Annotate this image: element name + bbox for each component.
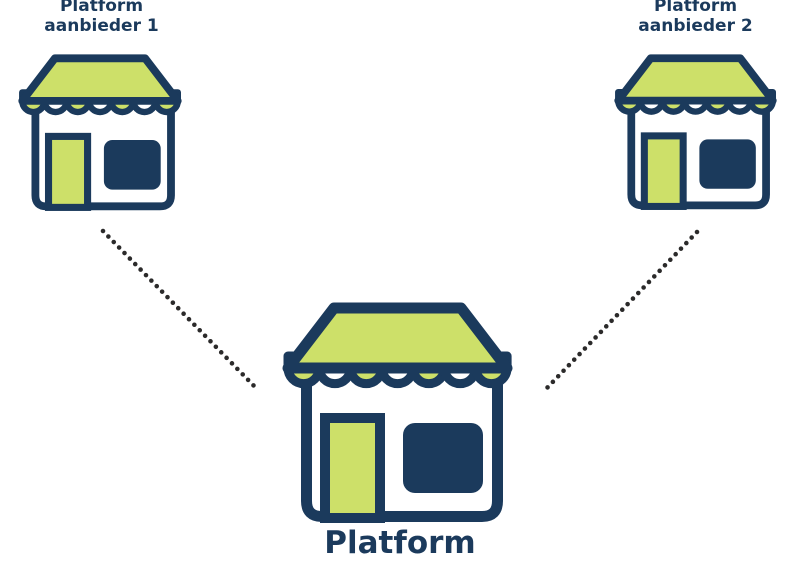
- storefront-icon: [18, 54, 182, 211]
- storefront-icon: [614, 54, 777, 210]
- provider1-label-line2: aanbieder 1: [44, 16, 159, 36]
- provider2-label-line1: Platform: [653, 0, 738, 16]
- platform-label: Platform: [324, 525, 476, 561]
- provider1-label-line1: Platform: [59, 0, 144, 16]
- dotted-line-provider1-platform: [100, 228, 259, 391]
- storefront-icon: [282, 302, 513, 523]
- provider2-label-line2: aanbieder 2: [638, 16, 753, 36]
- provider2-label: Platform aanbieder 2: [605, 0, 786, 36]
- provider1-label: Platform aanbieder 1: [11, 0, 192, 36]
- dotted-line-provider2-platform: [543, 229, 700, 392]
